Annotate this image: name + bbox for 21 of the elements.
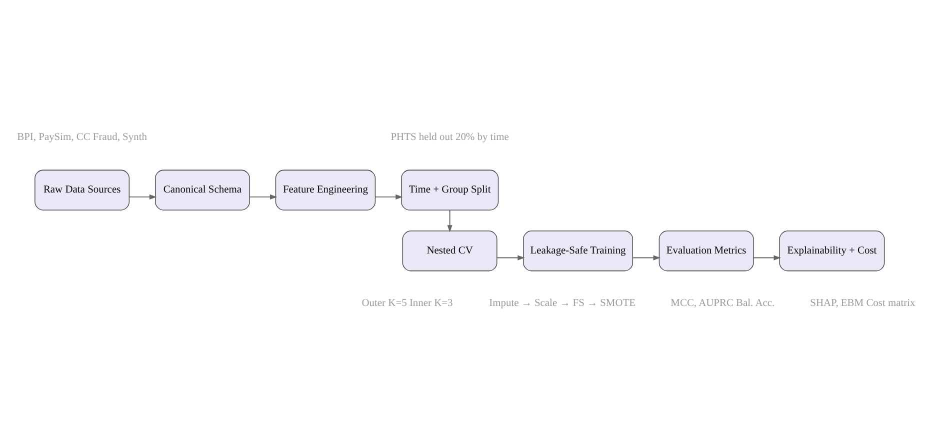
node-box: Nested CV xyxy=(402,230,498,272)
node-label: SHAP, EBM Cost matrix xyxy=(810,298,916,310)
arrow xyxy=(632,255,660,260)
arrow xyxy=(374,194,403,200)
node-box: Leakage-Safe Training xyxy=(523,230,634,272)
node-box: Time + Group Split xyxy=(401,170,499,210)
node-label: BPI, PaySim, CC Fraud, Synth xyxy=(17,132,147,143)
node-box: Feature Engineering xyxy=(275,170,376,210)
arrow xyxy=(496,255,525,260)
node-label: Impute → Scale → FS → SMOTE xyxy=(489,298,636,310)
arrow xyxy=(447,210,452,232)
arrow xyxy=(249,194,278,200)
node-label: PHTS held out 20% by time xyxy=(390,132,509,143)
node-label: Outer K=5 Inner K=3 xyxy=(362,298,453,310)
node-label: MCC, AUPRC Bal. Acc. xyxy=(670,298,775,310)
node-box: Canonical Schema xyxy=(155,170,250,210)
arrow xyxy=(128,194,157,200)
arrow xyxy=(752,255,781,260)
node-box: Raw Data Sources xyxy=(34,170,130,210)
node-box: Evaluation Metrics xyxy=(658,230,754,272)
node-box: Explainability + Cost xyxy=(779,230,885,272)
